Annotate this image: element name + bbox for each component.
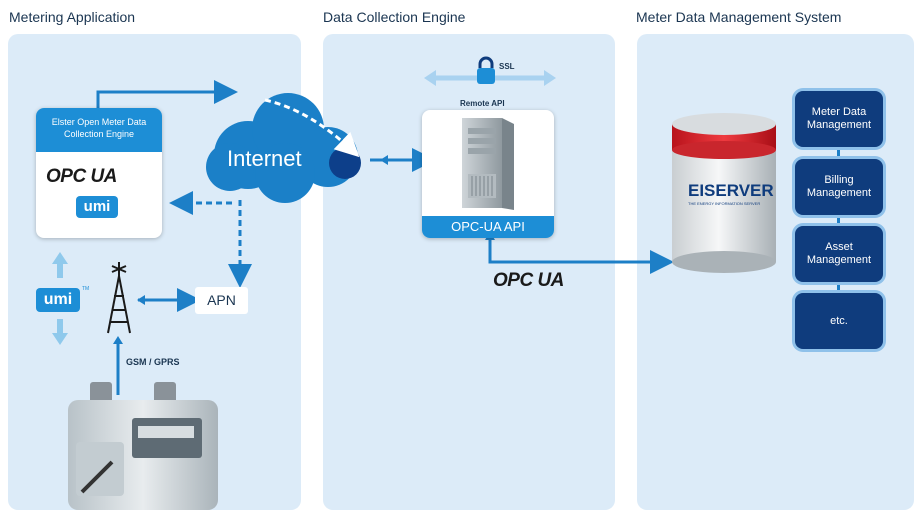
- internet-cloud: [206, 93, 361, 203]
- section-title-mdms: Meter Data Management System: [636, 9, 842, 25]
- antenna-tower-icon: [107, 262, 131, 334]
- mdm-button-line2: Management: [806, 254, 872, 266]
- opc-ua-api-label: OPC-UA API: [422, 216, 554, 238]
- card-to-internet-arrow: [96, 80, 238, 108]
- opc-ua-logo: OPC UA: [493, 270, 564, 291]
- mdm-button-line1: Asset: [825, 241, 853, 253]
- api-to-eiserver-arrow: [488, 238, 674, 274]
- ssl-lock-icon: [477, 56, 495, 84]
- etc-button[interactable]: etc.: [795, 293, 883, 349]
- elster-card: Elster Open Meter Data Collection Engine…: [36, 108, 162, 238]
- umi-tm: TM: [82, 286, 90, 292]
- mdm-button-line1: etc.: [830, 314, 848, 327]
- section-title-data-collection: Data Collection Engine: [323, 9, 466, 25]
- mdm-button-line2: Management: [806, 187, 872, 199]
- internet-label: Internet: [227, 146, 302, 171]
- gsm-gprs-label: GSM / GPRS: [126, 357, 180, 367]
- server-icon: [462, 118, 514, 210]
- gas-meter-icon: [68, 382, 218, 510]
- remote-api-label: Remote API: [460, 99, 505, 108]
- eiserver-tagline: THE ENERGY INFORMATION SERVER: [688, 201, 761, 206]
- elster-opc-logo: OPC UA: [46, 166, 117, 187]
- elster-title-line2: Collection Engine: [63, 129, 135, 139]
- server-card: OPC-UA API: [422, 110, 554, 238]
- ssl-label: SSL: [499, 62, 515, 71]
- umi-up-arrow: [52, 252, 68, 278]
- mdm-button-line2: Management: [806, 119, 872, 131]
- eiserver-database-icon: [672, 113, 776, 273]
- apn-box: APN: [195, 287, 248, 314]
- umi-down-arrow: [52, 319, 68, 345]
- elster-title-line1: Elster Open Meter Data: [51, 117, 147, 127]
- elster-card-header: Elster Open Meter Data Collection Engine: [36, 108, 162, 152]
- umi-logo: umi: [36, 288, 80, 312]
- mdm-button-line1: Meter Data: [811, 106, 867, 118]
- section-title-metering: Metering Application: [9, 9, 136, 25]
- mdm-button-line1: Billing: [824, 174, 854, 186]
- eiserver-logo: EISERVER: [688, 181, 774, 200]
- elster-umi-logo: umi: [76, 196, 118, 218]
